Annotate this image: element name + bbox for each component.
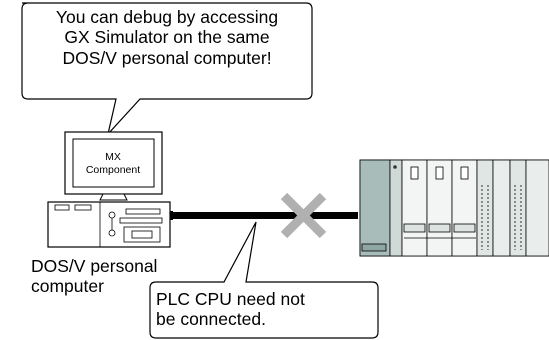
callout-top-text: You can debug by accessing GX Simulator … (22, 7, 312, 68)
callout-bottom-line: PLC CPU need not (156, 289, 305, 309)
callout-bottom-bubble (149, 221, 379, 339)
callout-bottom-text: PLC CPU need not be connected. (156, 289, 386, 330)
pc-caption-line: computer (31, 276, 104, 297)
monitor-label-line: Component (85, 163, 141, 176)
pc-caption: DOS/V personal computer (31, 256, 157, 297)
monitor-label-line: MX (105, 151, 121, 163)
pc-caption-line: DOS/V personal (31, 256, 158, 276)
callout-top-line: You can debug by accessing (55, 7, 279, 27)
callout-top-line: GX Simulator on the same (64, 27, 270, 48)
plc-rack-icon (359, 159, 549, 257)
monitor-label: MX Component (76, 151, 150, 176)
pc-icon (47, 131, 171, 248)
callout-top-line: DOS/V personal computer! (62, 47, 272, 68)
callout-bottom-line: be connected. (156, 309, 266, 330)
cable-line (170, 212, 358, 219)
cross-mark-icon (280, 192, 327, 239)
